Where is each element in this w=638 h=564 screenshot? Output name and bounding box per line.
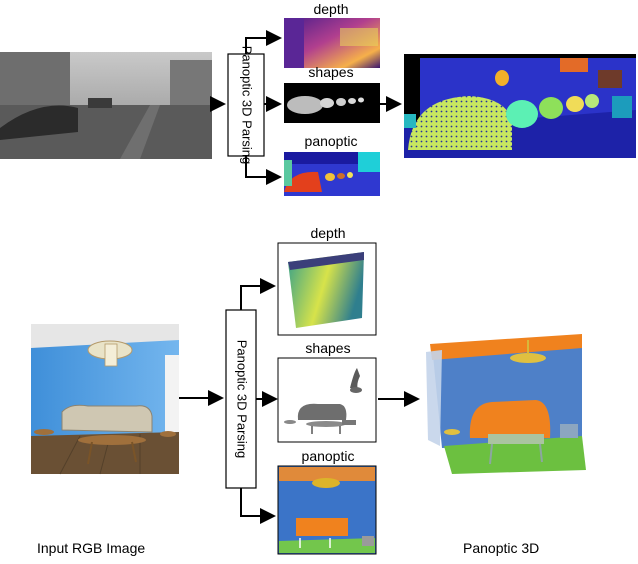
panoptic-3d-result-top bbox=[404, 54, 636, 158]
branch-arrows-bottom bbox=[240, 278, 278, 524]
stage-label-bottom: Panoptic 3D Parsing bbox=[235, 340, 250, 459]
branch-arrows-top bbox=[245, 30, 282, 185]
room-input-image bbox=[31, 324, 179, 475]
output-label-top-shapes: shapes bbox=[308, 64, 353, 80]
street-input-image bbox=[0, 52, 212, 159]
output-label-top-depth: depth bbox=[313, 1, 348, 17]
depth-map-top bbox=[284, 18, 380, 68]
depth-map-bottom bbox=[277, 242, 377, 336]
output-label-bottom-panoptic: panoptic bbox=[302, 448, 355, 464]
stage-box-bottom: Panoptic 3D Parsing bbox=[225, 309, 257, 489]
panoptic-top bbox=[284, 152, 380, 196]
shapes-bottom bbox=[277, 357, 377, 443]
caption-result: Panoptic 3D bbox=[463, 540, 540, 556]
panoptic-3d-result-bottom bbox=[426, 334, 586, 474]
output-label-bottom-shapes: shapes bbox=[305, 340, 350, 356]
shapes-top bbox=[284, 83, 380, 123]
output-label-top-panoptic: panoptic bbox=[305, 133, 358, 149]
stage-box-top: Panoptic 3D Parsing bbox=[227, 46, 265, 165]
stage-label-top: Panoptic 3D Parsing bbox=[240, 46, 255, 165]
output-label-bottom-depth: depth bbox=[310, 225, 345, 241]
panoptic-bottom bbox=[277, 465, 377, 555]
caption-input: Input RGB Image bbox=[37, 540, 146, 556]
